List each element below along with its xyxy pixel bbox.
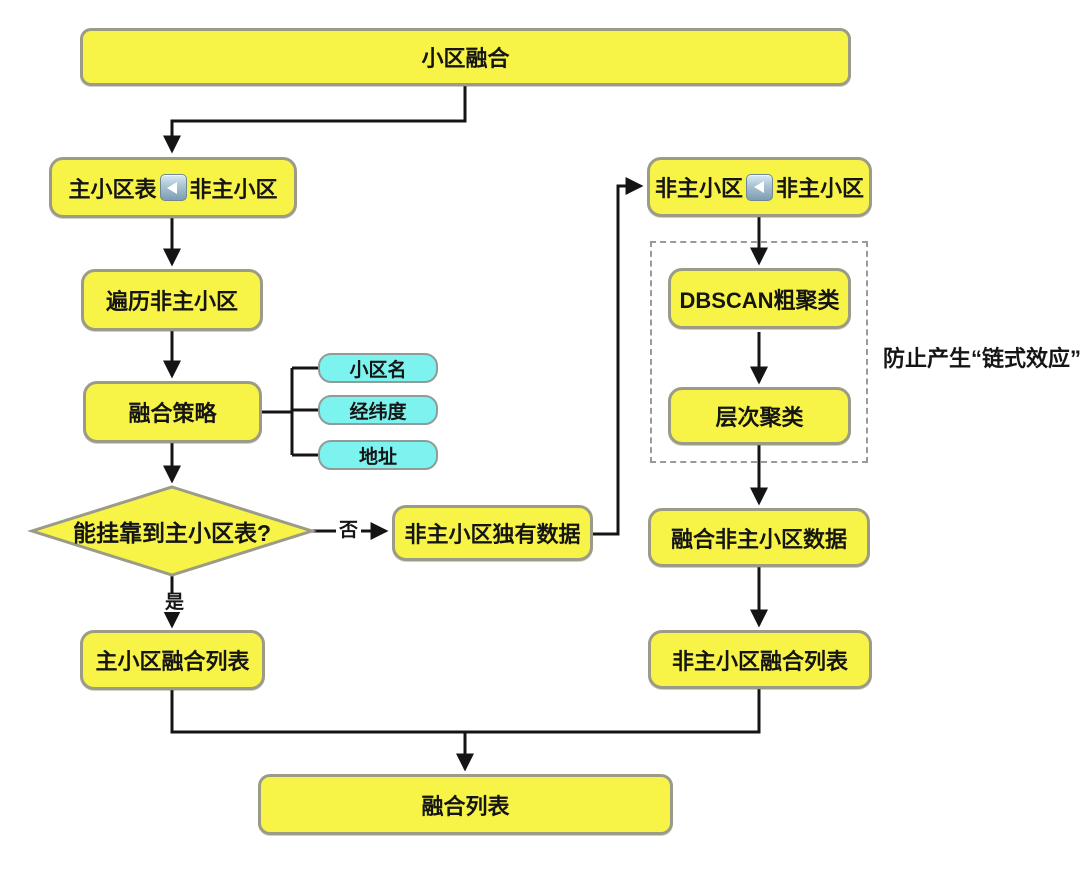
node-label: 非主小区: [654, 176, 743, 201]
node-label: 非主小区: [776, 176, 865, 201]
node-label: 能挂靠到主小区表?: [72, 520, 272, 546]
node-criteria-address: 地址: [318, 440, 438, 470]
node-label: 小区融合: [421, 46, 510, 71]
join-icon: [746, 173, 773, 201]
node-nonprimary-unique-data: 非主小区独有数据: [392, 505, 593, 561]
node-label: 主小区表: [68, 176, 157, 202]
clustering-group-box: [650, 241, 868, 463]
node-nonprimary-join: 非主小区 非主小区: [647, 157, 872, 217]
node-nonprimary-fusion-list: 非主小区融合列表: [648, 630, 872, 689]
connector-merge-lines: [170, 689, 761, 734]
connector-title-to-primary-join: [163, 86, 467, 154]
node-primary-table-join: 主小区表 非主小区: [49, 157, 297, 218]
node-criteria-cellname: 小区名: [318, 353, 438, 383]
edge-label-yes: 是: [162, 593, 188, 612]
connector-uniquedata-to-nonprimaryjoin: [593, 177, 644, 536]
node-cell-fusion-title: 小区融合: [80, 28, 851, 86]
node-hierarchical-clustering: 层次聚类: [668, 387, 851, 445]
node-label: DBSCAN粗聚类: [679, 287, 840, 313]
node-label: 融合策略: [128, 401, 217, 426]
edge-label-no: 否: [336, 521, 362, 540]
node-dbscan-clustering: DBSCAN粗聚类: [668, 268, 851, 329]
node-label: 非主小区独有数据: [404, 522, 581, 547]
node-label: 非主小区融合列表: [671, 648, 848, 674]
node-label: 融合列表: [421, 793, 510, 819]
node-criteria-latlon: 经纬度: [318, 395, 438, 425]
node-fuse-nonprimary-data: 融合非主小区数据: [648, 508, 870, 567]
node-traverse-nonprimary: 遍历非主小区: [81, 269, 263, 331]
chain-effect-note: 防止产生“链式效应”: [883, 346, 1080, 371]
criteria-label: 地址: [358, 446, 397, 468]
node-final-fusion-list: 融合列表: [258, 774, 673, 835]
join-icon: [159, 174, 187, 201]
connector-strategy-branch: [262, 366, 318, 457]
decision-diamond-shape: [26, 485, 318, 577]
node-label: 遍历非主小区: [105, 289, 238, 314]
node-fusion-strategy: 融合策略: [83, 381, 262, 443]
node-label: 融合非主小区数据: [670, 526, 847, 552]
left-triangle-icon: [753, 181, 764, 193]
node-label: 非主小区: [189, 176, 278, 202]
criteria-label: 经纬度: [349, 401, 407, 423]
left-triangle-icon: [167, 181, 177, 194]
node-decision-attach-primary: 能挂靠到主小区表?: [52, 509, 292, 553]
node-primary-fusion-list: 主小区融合列表: [80, 630, 265, 690]
criteria-label: 小区名: [349, 359, 407, 381]
node-label: 主小区融合列表: [95, 649, 250, 674]
node-label: 层次聚类: [715, 405, 804, 430]
